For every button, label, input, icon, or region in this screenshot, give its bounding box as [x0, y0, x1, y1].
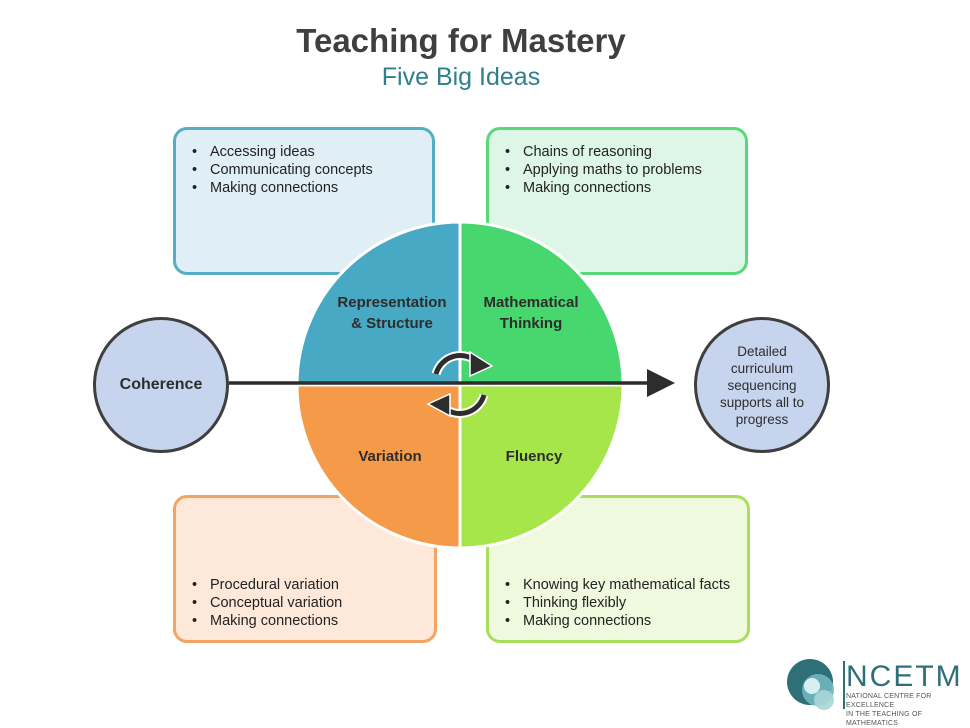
representation-label-line2: & Structure: [351, 315, 433, 332]
representation-label-line1: Representation: [337, 294, 447, 311]
logo-tagline-line1: NATIONAL CENTRE FOR EXCELLENCE: [846, 693, 932, 709]
fluency-bullets: Knowing key mathematical facts Thinking …: [501, 576, 730, 630]
quadrant-mathematical-thinking: [458, 220, 625, 387]
mathematical-thinking-label-line2: Thinking: [499, 315, 563, 332]
logo-tagline-line2: IN THE TEACHING OF MATHEMATICS: [846, 711, 923, 727]
list-item: Conceptual variation: [188, 594, 342, 612]
list-item: Accessing ideas: [188, 143, 373, 161]
representation-label: Representation & Structure: [323, 292, 461, 334]
ncetm-logo-icon: [787, 659, 834, 710]
list-item: Communicating concepts: [188, 161, 373, 179]
logo-divider: [843, 661, 845, 709]
list-item: Making connections: [501, 179, 702, 197]
curriculum-sequencing-circle: Detailed curriculum sequencing supports …: [694, 317, 830, 453]
quadrant-fluency: [458, 383, 625, 550]
ncetm-logo: NCETM NATIONAL CENTRE FOR EXCELLENCE IN …: [846, 662, 966, 728]
mathematical-thinking-box: Chains of reasoning Applying maths to pr…: [486, 127, 748, 275]
mathematical-thinking-label-line1: Mathematical: [483, 294, 579, 311]
logo-name: NCETM: [846, 660, 963, 693]
variation-bullets: Procedural variation Conceptual variatio…: [188, 576, 342, 630]
page-title: Teaching for Mastery: [296, 22, 626, 59]
list-item: Procedural variation: [188, 576, 342, 594]
fluency-label: Fluency: [505, 448, 563, 465]
mathematical-thinking-bullets: Chains of reasoning Applying maths to pr…: [501, 143, 702, 197]
page-subtitle: Five Big Ideas: [381, 63, 541, 91]
list-item: Knowing key mathematical facts: [501, 576, 730, 594]
list-item: Making connections: [188, 612, 342, 630]
curriculum-sequencing-text: Detailed curriculum sequencing supports …: [719, 343, 805, 427]
quadrant-variation: [295, 383, 462, 550]
variation-label: Variation: [358, 448, 422, 465]
coherence-circle: Coherence: [93, 317, 229, 453]
representation-bullets: Accessing ideas Communicating concepts M…: [188, 143, 373, 197]
list-item: Making connections: [188, 179, 373, 197]
list-item: Chains of reasoning: [501, 143, 702, 161]
coherence-label: Coherence: [119, 376, 203, 393]
list-item: Making connections: [501, 612, 730, 630]
cycle-icon: [426, 350, 494, 418]
mathematical-thinking-label: Mathematical Thinking: [466, 292, 596, 334]
list-item: Thinking flexibly: [501, 594, 730, 612]
quadrant-representation: [295, 220, 462, 387]
list-item: Applying maths to problems: [501, 161, 702, 179]
